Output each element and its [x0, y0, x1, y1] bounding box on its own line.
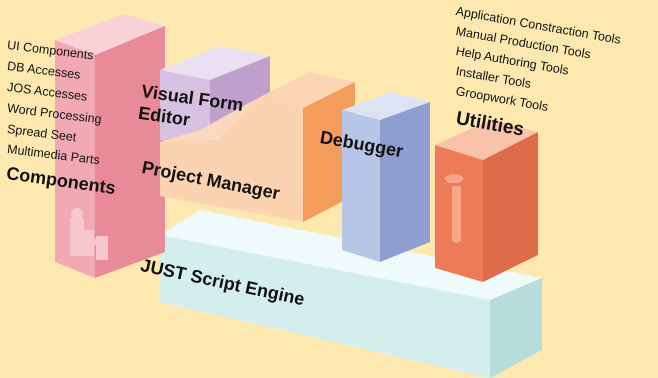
script-engine-block: [160, 210, 542, 378]
components-block: [55, 14, 165, 278]
puzzle-pieces-icon: [70, 208, 108, 260]
debugger-block: [342, 92, 430, 262]
utilities-block: [435, 120, 538, 282]
wrench-icon: [444, 174, 464, 243]
